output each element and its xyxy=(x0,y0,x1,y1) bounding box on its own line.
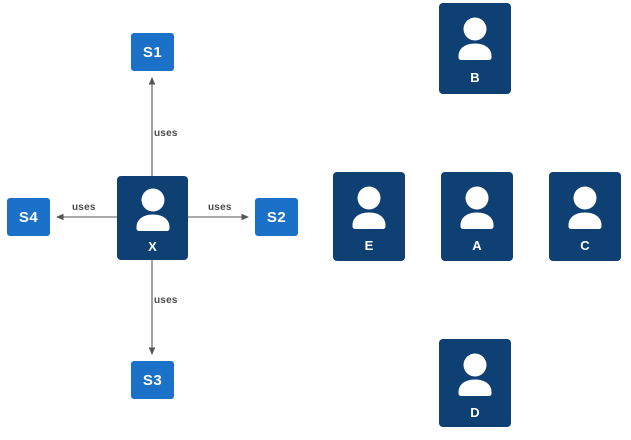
person-node-d-label: D xyxy=(470,405,480,420)
person-node-b[interactable]: B xyxy=(439,3,511,94)
person-icon xyxy=(455,352,495,401)
person-icon xyxy=(457,185,497,234)
service-node-s2[interactable]: S2 xyxy=(255,198,298,236)
service-node-s4[interactable]: S4 xyxy=(7,198,50,236)
person-node-a-label: A xyxy=(472,238,482,253)
person-node-d[interactable]: D xyxy=(439,339,511,427)
person-icon xyxy=(349,185,389,234)
person-node-a[interactable]: A xyxy=(441,172,513,261)
edge-label-x-s4: uses xyxy=(72,202,96,213)
person-node-e[interactable]: E xyxy=(333,172,405,261)
person-node-x[interactable]: X xyxy=(117,176,188,260)
person-node-e-label: E xyxy=(364,238,374,253)
person-node-c[interactable]: C xyxy=(549,172,621,261)
person-node-x-label: X xyxy=(148,239,157,254)
person-icon xyxy=(133,187,173,236)
edge-label-x-s1: uses xyxy=(154,128,178,139)
person-icon xyxy=(565,185,605,234)
edge-label-x-s3: uses xyxy=(154,295,178,306)
edge-label-x-s2: uses xyxy=(208,202,232,213)
person-node-b-label: B xyxy=(470,70,480,85)
service-node-s1[interactable]: S1 xyxy=(131,33,174,71)
service-node-s3[interactable]: S3 xyxy=(131,361,174,399)
person-icon xyxy=(455,16,495,65)
person-node-c-label: C xyxy=(580,238,590,253)
